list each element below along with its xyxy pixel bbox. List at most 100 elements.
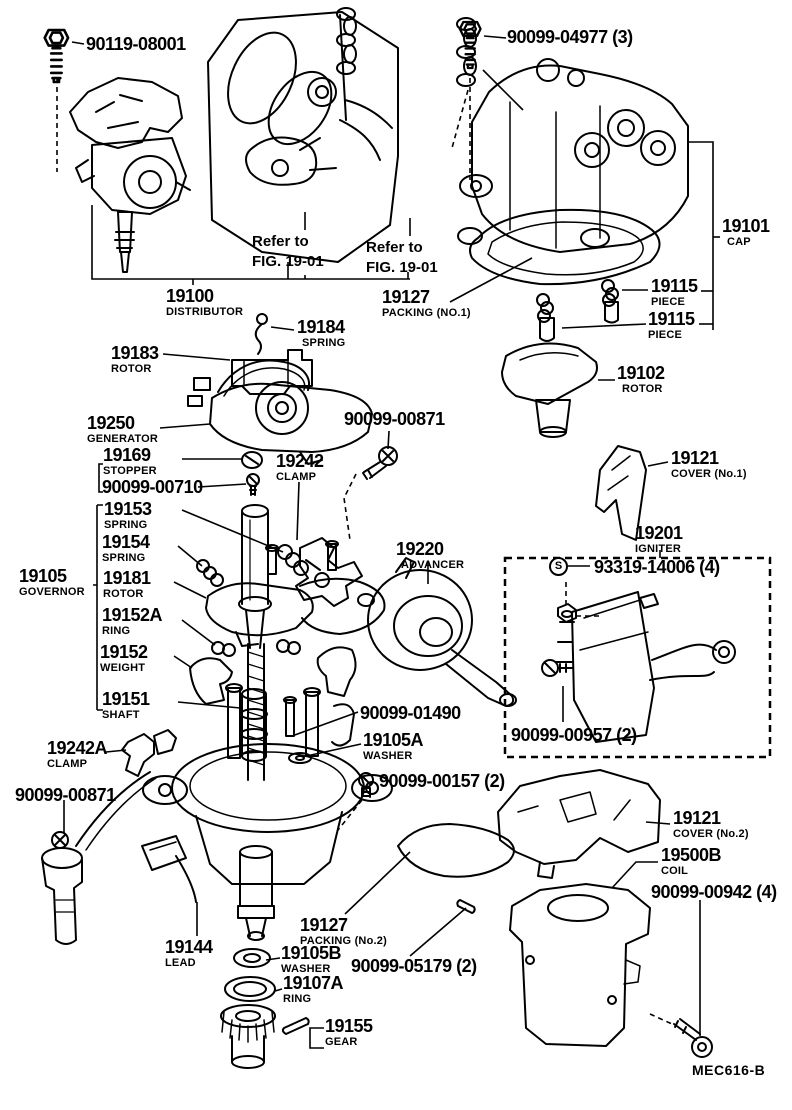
part-label-90099-00710: 90099-00710 <box>102 478 203 496</box>
piece-drawing <box>601 279 619 324</box>
refer-note-2: Refer to FIG. 19-01 <box>366 238 438 277</box>
part-description: RING <box>283 993 312 1005</box>
part-label-19169: 19169 STOPPER <box>103 446 157 477</box>
figure-code: MEC616-B <box>692 1062 766 1078</box>
refer-note-line2: FIG. 19-01 <box>252 252 324 270</box>
spark-plug-wire-chain-icon <box>336 7 357 75</box>
part-label-19127-no2: 19127 PACKING (No.2) <box>300 916 387 947</box>
nut-icon <box>557 603 577 623</box>
part-number: 19250 <box>87 413 135 433</box>
part-description: LEAD <box>165 957 196 969</box>
screw-icon <box>358 772 374 798</box>
part-label-19127-no1: 19127 PACKING (NO.1) <box>382 288 471 319</box>
pin-icon <box>456 899 476 914</box>
refer-note-line2: FIG. 19-01 <box>366 258 438 276</box>
part-number: 19181 <box>103 568 151 588</box>
part-description: SHAFT <box>102 709 140 721</box>
part-number: 90099-00157 (2) <box>379 771 505 791</box>
part-label-19152a: 19152A RING <box>102 606 163 637</box>
part-number: 19115 <box>648 309 695 329</box>
part-label-19242: 19242 CLAMP <box>276 452 324 483</box>
part-label-19115-b: 19115 PIECE <box>648 310 695 341</box>
governor-rotor-drawing <box>205 540 386 647</box>
part-description: ROTOR <box>103 588 144 600</box>
part-label-90099-00957: 90099-00957 (2) <box>511 726 637 744</box>
igniter-drawing <box>541 591 736 743</box>
part-description: COVER (No.1) <box>671 468 747 480</box>
part-number: 19153 <box>104 499 152 519</box>
dashed-leader-lines <box>56 78 673 1025</box>
bolt-icon <box>673 1018 713 1058</box>
gear-drawing <box>220 1004 310 1069</box>
spark-plug-wire-chain-icon <box>456 17 477 87</box>
shaft-bottom-drawing <box>237 845 275 941</box>
clamp-19242a-drawing <box>121 729 177 777</box>
refer-note-line1: Refer to <box>366 239 423 256</box>
pin-icon <box>281 1017 310 1035</box>
part-description: PACKING (NO.1) <box>382 307 471 319</box>
part-label-19154: 19154 SPRING <box>102 533 150 564</box>
part-label-19220: 19220 ADVANCER <box>396 540 464 571</box>
part-number: 19121 <box>673 808 721 828</box>
part-label-19184: 19184 SPRING <box>297 318 345 349</box>
part-number: 90099-00957 (2) <box>511 725 637 745</box>
part-label-19153: 19153 SPRING <box>104 500 152 531</box>
part-label-19101: 19101 CAP <box>722 217 770 248</box>
part-label-19107a: 19107A RING <box>283 973 344 1005</box>
part-description: SPRING <box>104 519 148 531</box>
part-description: PACKING (No.2) <box>300 935 387 947</box>
part-description: WASHER <box>363 750 413 762</box>
packing-no2-drawing <box>397 823 515 878</box>
part-label-19115-a: 19115 PIECE <box>651 277 698 308</box>
part-description: PIECE <box>651 296 686 308</box>
part-label-90099-00871-bottom: 90099-00871 <box>15 786 116 804</box>
part-number: 19169 <box>103 445 151 465</box>
part-label-90099-00942: 90099-00942 (4) <box>651 883 777 901</box>
bolt-icon <box>362 446 398 480</box>
spring-19153-drawing <box>277 544 309 576</box>
part-number: 90099-05179 (2) <box>351 956 477 976</box>
rotor-19102-drawing <box>501 342 598 438</box>
part-label-19121-no2: 19121 COVER (No.2) <box>673 809 749 840</box>
wire-harness-drawing <box>207 7 477 263</box>
part-number: 19115 <box>651 276 698 296</box>
part-number: 90119-08001 <box>86 34 186 54</box>
part-description: ROTOR <box>622 383 663 395</box>
coil-drawing <box>509 883 651 1047</box>
part-label-19250: 19250 GENERATOR <box>87 414 158 445</box>
part-label-19144: 19144 LEAD <box>165 938 213 969</box>
part-label-19183: 19183 ROTOR <box>111 344 159 375</box>
cover-no1-drawing <box>595 445 647 541</box>
refer-note-1: Refer to FIG. 19-01 <box>252 232 324 271</box>
part-label-19155: 19155 GEAR <box>325 1017 373 1048</box>
part-description: ROTOR <box>111 363 152 375</box>
part-description: WEIGHT <box>100 662 146 674</box>
part-label-90099-00157: 90099-00157 (2) <box>379 772 505 790</box>
weight-drawing <box>189 646 357 705</box>
part-number: 90099-04977 (3) <box>507 27 633 47</box>
part-description: CLAMP <box>276 471 317 483</box>
part-description: COVER (No.2) <box>673 828 749 840</box>
part-label-90099-04977: 90099-04977 (3) <box>507 28 633 46</box>
part-number: 19183 <box>111 343 159 363</box>
part-label-19105b: 19105B WASHER <box>281 944 342 975</box>
governor-shaft-drawing <box>189 504 386 762</box>
part-description: PIECE <box>648 329 683 341</box>
part-label-19201: 19201 IGNITER <box>635 524 683 555</box>
part-number: 19242 <box>276 451 324 471</box>
refer-note-line1: Refer to <box>252 233 309 250</box>
part-description: WASHER <box>281 963 331 975</box>
part-label-19151: 19151 SHAFT <box>102 690 150 721</box>
part-number: 19107A <box>283 973 344 993</box>
part-number: 90099-00942 (4) <box>651 882 777 902</box>
part-description: RING <box>102 625 131 637</box>
part-description: GEAR <box>325 1036 358 1048</box>
part-description: IGNITER <box>635 543 682 555</box>
part-label-19242a: 19242A CLAMP <box>47 738 108 770</box>
leader-lines <box>63 35 720 1049</box>
part-label-90099-05179: 90099-05179 (2) <box>351 957 477 975</box>
part-number: 19242A <box>47 738 108 758</box>
part-number: 19155 <box>325 1016 373 1036</box>
packing-no1-drawing <box>457 208 661 286</box>
